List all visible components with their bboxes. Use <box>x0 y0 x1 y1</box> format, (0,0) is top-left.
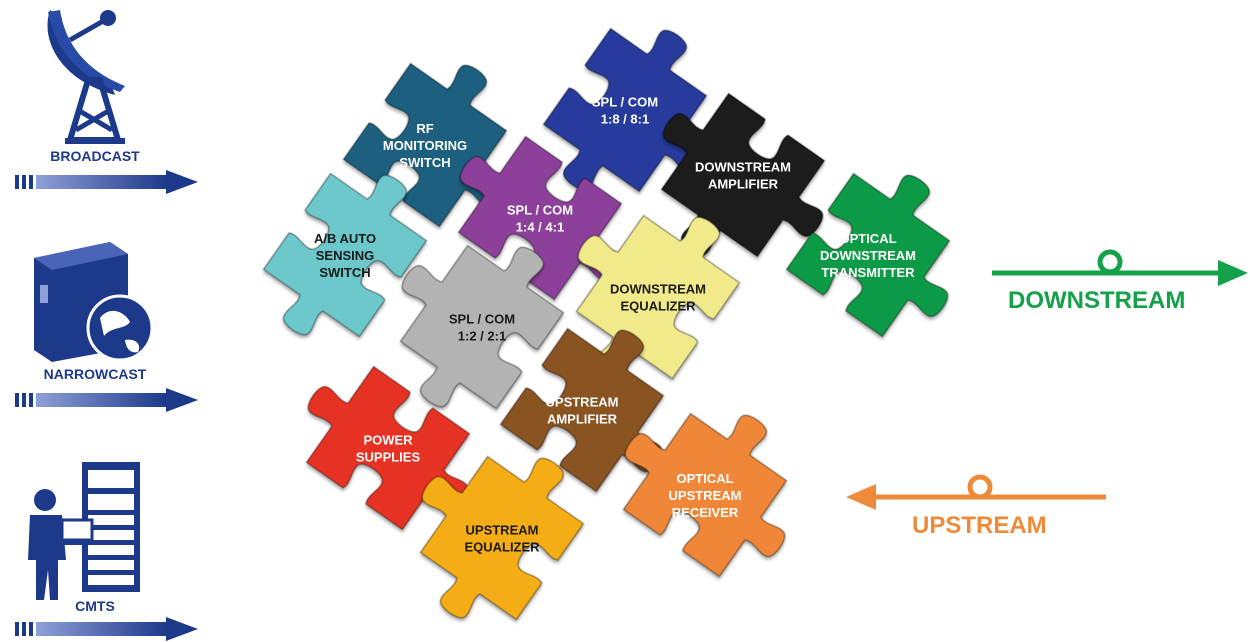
source-label-broadcast: BROADCAST <box>50 148 140 164</box>
puzzle-label-line: 1:8 / 8:1 <box>601 112 649 127</box>
puzzle-piece-shape <box>499 327 665 493</box>
puzzle-piece-shape <box>342 62 508 228</box>
puzzle-label-line: RF <box>416 121 433 136</box>
puzzle-label-line: AMPLIFIER <box>547 412 618 427</box>
puzzle-label-power-supplies: POWER SUPPLIES <box>356 433 421 465</box>
puzzle-label-line: MONITORING <box>383 138 467 153</box>
puzzle-label-line: SUPPLIES <box>356 450 421 465</box>
puzzle-label-downstream-amplifier: DOWNSTREAM AMPLIFIER <box>695 160 791 192</box>
server-globe-icon <box>34 242 154 362</box>
puzzle-label-line: 1:2 / 2:1 <box>458 329 506 344</box>
puzzle-label-line: SPL / COM <box>507 203 573 218</box>
puzzle-piece-shape <box>660 92 826 258</box>
puzzle-piece-optical-downstream-transmitter <box>785 172 951 338</box>
puzzle-label-downstream-equalizer: DOWNSTREAM EQUALIZER <box>610 282 706 314</box>
puzzle-piece-spl-com-8 <box>542 27 708 193</box>
source-label-narrowcast: NARROWCAST <box>43 366 147 382</box>
puzzle-piece-shape <box>785 172 951 338</box>
puzzle-label-line: DOWNSTREAM <box>695 160 791 175</box>
upstream-label: UPSTREAM <box>912 512 1047 539</box>
puzzle-label-optical-upstream-receiver: OPTICAL UPSTREAM RECEIVER <box>669 471 742 520</box>
upstream-arrow <box>846 474 1106 510</box>
puzzle-label-rf-monitoring: RF MONITORING SWITCH <box>383 121 467 170</box>
puzzle-label-line: SPL / COM <box>592 95 658 110</box>
puzzle-label-spl-com-4: SPL / COM 1:4 / 4:1 <box>507 203 573 235</box>
puzzle-piece-rf-monitoring <box>342 62 508 228</box>
puzzle-piece-shape <box>419 455 585 621</box>
puzzle-piece-shape <box>622 412 788 578</box>
broadcast-arrow <box>15 170 198 194</box>
puzzle-label-line: DOWNSTREAM <box>610 282 706 297</box>
puzzle-label-line: POWER <box>363 433 413 448</box>
downstream-label: DOWNSTREAM <box>1008 287 1186 314</box>
puzzle-label-line: OPTICAL <box>676 471 733 486</box>
puzzle-label-line: SWITCH <box>319 265 370 280</box>
cmts-arrow <box>15 617 198 641</box>
operator-rack-icon <box>28 462 140 600</box>
puzzle-label-line: SWITCH <box>399 155 450 170</box>
puzzle-label-line: EQUALIZER <box>620 299 696 314</box>
sources-graphics <box>15 10 198 641</box>
puzzle-label-upstream-equalizer: UPSTREAM EQUALIZER <box>464 523 540 555</box>
puzzle-label-line: DOWNSTREAM <box>820 248 916 263</box>
puzzle-piece-upstream-equalizer <box>419 455 585 621</box>
puzzle-label-line: RECEIVER <box>672 505 739 520</box>
puzzle-piece-shape <box>399 244 565 410</box>
puzzle-pieces: RF MONITORING SWITCH SPL / COM 1:8 / 8:1A/B … <box>262 27 951 621</box>
puzzle-label-line: UPSTREAM <box>466 523 539 538</box>
sources-column: BROADCAST NARROWCAST CMTS <box>0 0 210 642</box>
downstream-arrow <box>992 249 1248 286</box>
puzzle-label-line: A/B AUTO <box>314 231 376 246</box>
puzzle-piece-downstream-amplifier <box>660 92 826 258</box>
satellite-dish-icon <box>47 10 125 144</box>
puzzle-label-spl-com-2: SPL / COM 1:2 / 2:1 <box>449 312 515 344</box>
puzzle-label-ab-auto: A/B AUTO SENSING SWITCH <box>314 231 376 280</box>
puzzle-label-line: OPTICAL <box>839 231 896 246</box>
puzzle-label-line: AMPLIFIER <box>708 177 779 192</box>
source-label-cmts: CMTS <box>75 598 115 614</box>
puzzle-label-line: TRANSMITTER <box>821 265 915 280</box>
puzzle-label-line: EQUALIZER <box>464 540 540 555</box>
puzzle-label-spl-com-8: SPL / COM 1:8 / 8:1 <box>592 95 658 127</box>
puzzle-label-optical-downstream-transmitter: OPTICAL DOWNSTREAM TRANSMITTER <box>820 231 916 280</box>
puzzle-label-line: SPL / COM <box>449 312 515 327</box>
puzzle-piece-shape <box>262 172 428 338</box>
puzzle-label-line: 1:4 / 4:1 <box>516 220 564 235</box>
puzzle-piece-optical-upstream-receiver <box>622 412 788 578</box>
narrowcast-arrow <box>15 388 198 412</box>
puzzle-label-line: SENSING <box>316 248 375 263</box>
puzzle-label-upstream-amplifier: UPSTREAM AMPLIFIER <box>546 395 619 427</box>
puzzle-label-line: UPSTREAM <box>546 395 619 410</box>
puzzle-piece-ab-auto <box>262 172 428 338</box>
puzzle-label-line: UPSTREAM <box>669 488 742 503</box>
puzzle-piece-spl-com-2 <box>399 244 565 410</box>
puzzle-piece-upstream-amplifier <box>499 327 665 493</box>
puzzle-piece-shape <box>542 27 708 193</box>
